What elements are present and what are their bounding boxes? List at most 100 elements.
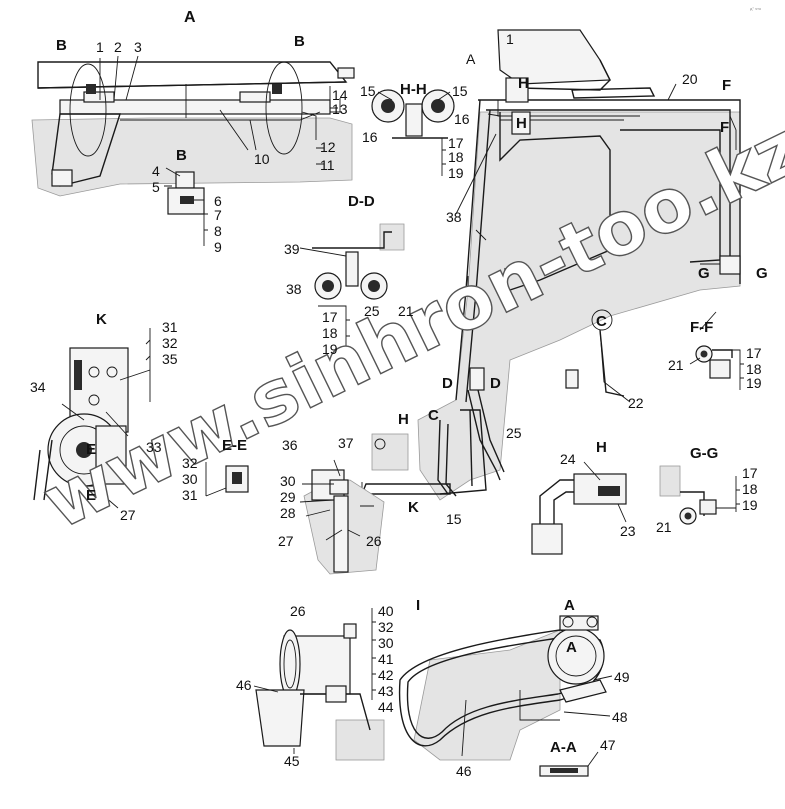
- view-a-belt-drive: [398, 615, 613, 777]
- label-47: 47: [600, 737, 616, 753]
- label-a-belt: A: [564, 597, 575, 614]
- leader-lines: [249, 83, 677, 301]
- label-46-belt: 46: [456, 763, 472, 779]
- label-e-compressor: E: [86, 441, 96, 458]
- label-5: 5: [152, 179, 160, 195]
- label-26-i: 26: [290, 603, 306, 619]
- label-d-right: D: [490, 375, 501, 392]
- label-a-cab: A: [466, 51, 476, 67]
- corner-mark: д° что: [750, 6, 762, 11]
- label-12: 12: [320, 139, 336, 155]
- label-27-k: 27: [120, 507, 136, 523]
- label-h-upper: H: [518, 75, 529, 92]
- view-a-roof-panel: [31, 55, 355, 197]
- compressor-mount: [299, 459, 385, 575]
- label-23: 23: [620, 523, 636, 539]
- label-view-h: H: [596, 439, 607, 456]
- label-41: 41: [378, 651, 394, 667]
- label-8: 8: [214, 223, 222, 239]
- label-9: 9: [214, 239, 222, 255]
- label-c-circle: C: [596, 313, 607, 330]
- label-17-dd: 17: [322, 309, 338, 325]
- view-b-bracket: [164, 167, 208, 246]
- label-14: 14: [332, 87, 348, 103]
- label-h-pipe: H: [398, 411, 409, 428]
- label-32-ee: 32: [182, 455, 198, 471]
- view-h-pipe-fitting: [531, 461, 627, 555]
- label-27-mount: 27: [278, 533, 294, 549]
- view-dd-rollers: [299, 223, 405, 352]
- label-b-right: B: [294, 33, 305, 50]
- label-34: 34: [30, 379, 46, 395]
- view-i-compressor-pulley: [253, 608, 385, 761]
- cab-frame: [340, 29, 741, 507]
- label-30-ee: 30: [182, 471, 198, 487]
- label-10: 10: [254, 151, 270, 167]
- label-g-right: G: [756, 265, 768, 282]
- label-18-gg: 18: [742, 481, 758, 497]
- label-e-lower: E: [86, 487, 96, 504]
- label-view-dd: D-D: [348, 193, 375, 210]
- label-36: 36: [282, 437, 298, 453]
- label-49: 49: [614, 669, 630, 685]
- label-6: 6: [214, 193, 222, 209]
- label-h-lower: H: [516, 115, 527, 132]
- label-29: 29: [280, 489, 296, 505]
- label-17-gg: 17: [742, 465, 758, 481]
- label-45: 45: [284, 753, 300, 769]
- label-28: 28: [280, 505, 296, 521]
- view-hh-rollers: [371, 89, 455, 176]
- label-15-pipe: 15: [446, 511, 462, 527]
- label-view-ee: E-E: [222, 437, 247, 454]
- label-f-right: F: [720, 119, 729, 136]
- label-15-hh-left: 15: [360, 83, 376, 99]
- label-3: 3: [134, 39, 142, 55]
- label-7: 7: [214, 207, 222, 223]
- label-24: 24: [560, 451, 576, 467]
- label-13: 13: [332, 101, 348, 117]
- label-16-hh-right: 16: [454, 111, 470, 127]
- label-19-hh: 19: [448, 165, 464, 181]
- label-21-dd: 21: [398, 303, 414, 319]
- label-30-mount: 30: [280, 473, 296, 489]
- label-44: 44: [378, 699, 394, 715]
- label-40: 40: [378, 603, 394, 619]
- label-view-a: A: [184, 9, 196, 26]
- label-21-gg: 21: [656, 519, 672, 535]
- label-15-hh-right: 15: [452, 83, 468, 99]
- view-gg-bracket: [659, 465, 740, 525]
- view-ee-detail: [205, 462, 249, 497]
- label-18-ff: 18: [746, 361, 762, 377]
- label-view-aa: A-A: [550, 739, 577, 756]
- label-37: 37: [338, 435, 354, 451]
- label-f-top: F: [722, 77, 731, 94]
- label-38-cab: 38: [446, 209, 462, 225]
- label-25-dd: 25: [364, 303, 380, 319]
- label-35: 35: [162, 351, 178, 367]
- label-17-ff: 17: [746, 345, 762, 361]
- label-46-i: 46: [236, 677, 252, 693]
- label-k-arrow: K: [408, 499, 419, 516]
- label-view-b: B: [176, 147, 187, 164]
- view-ff-bracket: [689, 345, 744, 390]
- label-11: 11: [320, 157, 335, 173]
- label-19-ff: 19: [746, 375, 762, 391]
- label-b-left: B: [56, 37, 67, 54]
- label-16-hh-left: 16: [362, 129, 378, 145]
- label-38-dd: 38: [286, 281, 302, 297]
- label-32-k: 32: [162, 335, 178, 351]
- label-g-left: G: [698, 265, 710, 282]
- label-c-line: C: [428, 407, 439, 424]
- label-18-dd: 18: [322, 325, 338, 341]
- label-view-i: I: [416, 597, 420, 614]
- label-43: 43: [378, 683, 394, 699]
- label-19-gg: 19: [742, 497, 758, 513]
- label-view-k: K: [96, 311, 107, 328]
- label-20: 20: [682, 71, 698, 87]
- label-31-ee: 31: [182, 487, 198, 503]
- view-k-compressor: [33, 328, 151, 509]
- label-30-i: 30: [378, 635, 394, 651]
- label-4: 4: [152, 163, 160, 179]
